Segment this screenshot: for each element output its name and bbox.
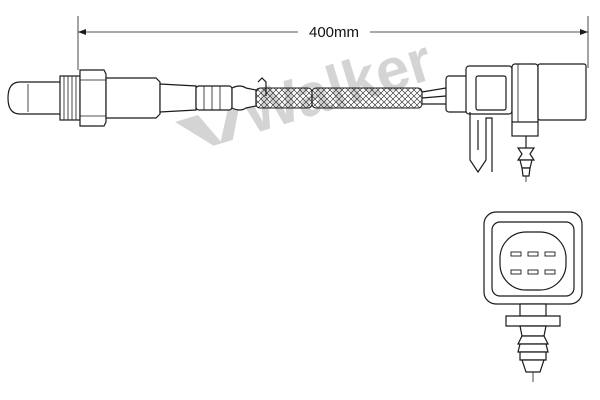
braided-wire-harness — [255, 87, 423, 109]
side-mounting-clip — [516, 136, 536, 182]
sensor-probe-tip — [7, 81, 63, 115]
connector-pin — [527, 269, 539, 275]
sensor-hex-nut — [79, 69, 107, 127]
connector-pin — [544, 269, 556, 275]
wire-leads — [421, 87, 447, 105]
sensor-thread — [59, 75, 81, 121]
connector-side-view — [445, 63, 587, 182]
connector-pin — [544, 251, 556, 257]
connector-pin — [510, 251, 522, 257]
watermark-text: Walker — [234, 26, 440, 147]
sensor-body — [105, 77, 197, 119]
front-mounting-clip — [517, 325, 549, 382]
connector-front-view — [483, 211, 583, 382]
connector-pin-grid — [510, 251, 556, 275]
connector-pin — [527, 251, 539, 257]
dimension-line: 400mm — [77, 16, 589, 70]
dimension-label: 400mm — [309, 24, 359, 41]
connector-pin — [510, 269, 522, 275]
